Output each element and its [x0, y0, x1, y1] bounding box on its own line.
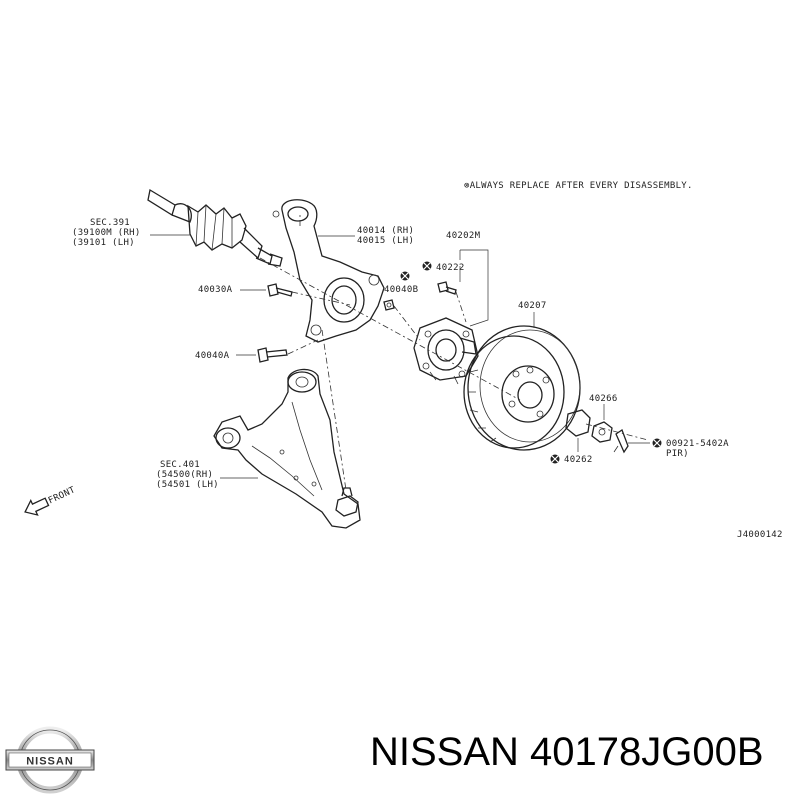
brake-disc [463, 325, 581, 451]
drive-shaft [147, 188, 283, 267]
nut-40040b [383, 299, 395, 311]
replace-notice: ⊗ALWAYS REPLACE AFTER EVERY DISASSEMBLY. [464, 181, 693, 191]
label-39101: (39101 (LH) [72, 238, 135, 248]
part-number-title: NISSAN 40178JG00B [370, 730, 764, 774]
logo-text: NISSAN [26, 756, 74, 768]
replace-mark-icon [550, 454, 560, 464]
axle-nut-40262 [565, 409, 591, 437]
label-40207: 40207 [518, 301, 547, 311]
label-40202m: 40202M [446, 231, 481, 241]
label-40266: 40266 [589, 394, 618, 404]
label-40014: 40014 (RH) [357, 226, 414, 236]
replace-mark-icon [400, 271, 410, 281]
label-40262: 40262 [564, 455, 593, 465]
nissan-logo: NISSAN [5, 726, 95, 794]
bolt-40030a [267, 283, 293, 297]
drawing-code: J4000142 [737, 530, 783, 540]
assembly-lines [259, 212, 649, 491]
label-54500: (54500(RH) [156, 470, 213, 480]
label-sec-391: SEC.391 [90, 218, 130, 228]
wheel-hub [413, 317, 479, 385]
lock-nut-40266 [591, 421, 613, 443]
label-sec-401: SEC.401 [160, 460, 200, 470]
bolt-40222 [437, 281, 457, 295]
steering-knuckle [272, 199, 385, 343]
replace-mark-icon [422, 261, 432, 271]
label-39100m: (39100M (RH) [72, 228, 141, 238]
label-00921: 00921-5402A [666, 439, 729, 449]
label-40040a: 40040A [195, 351, 230, 361]
lower-control-arm [213, 368, 361, 529]
label-54501: (54501 (LH) [156, 480, 219, 490]
front-arrow-icon: FRONT [24, 485, 77, 516]
label-40015: 40015 (LH) [357, 236, 414, 246]
label-40222: 40222 [436, 263, 465, 273]
cotter-pin [613, 429, 629, 454]
label-pir: PIR) [666, 449, 689, 459]
label-front: FRONT [47, 485, 77, 506]
label-40030a: 40030A [198, 285, 233, 295]
replace-mark-icon [652, 438, 662, 448]
bolt-40040a [257, 347, 288, 363]
label-40040b: 40040B [384, 285, 418, 295]
